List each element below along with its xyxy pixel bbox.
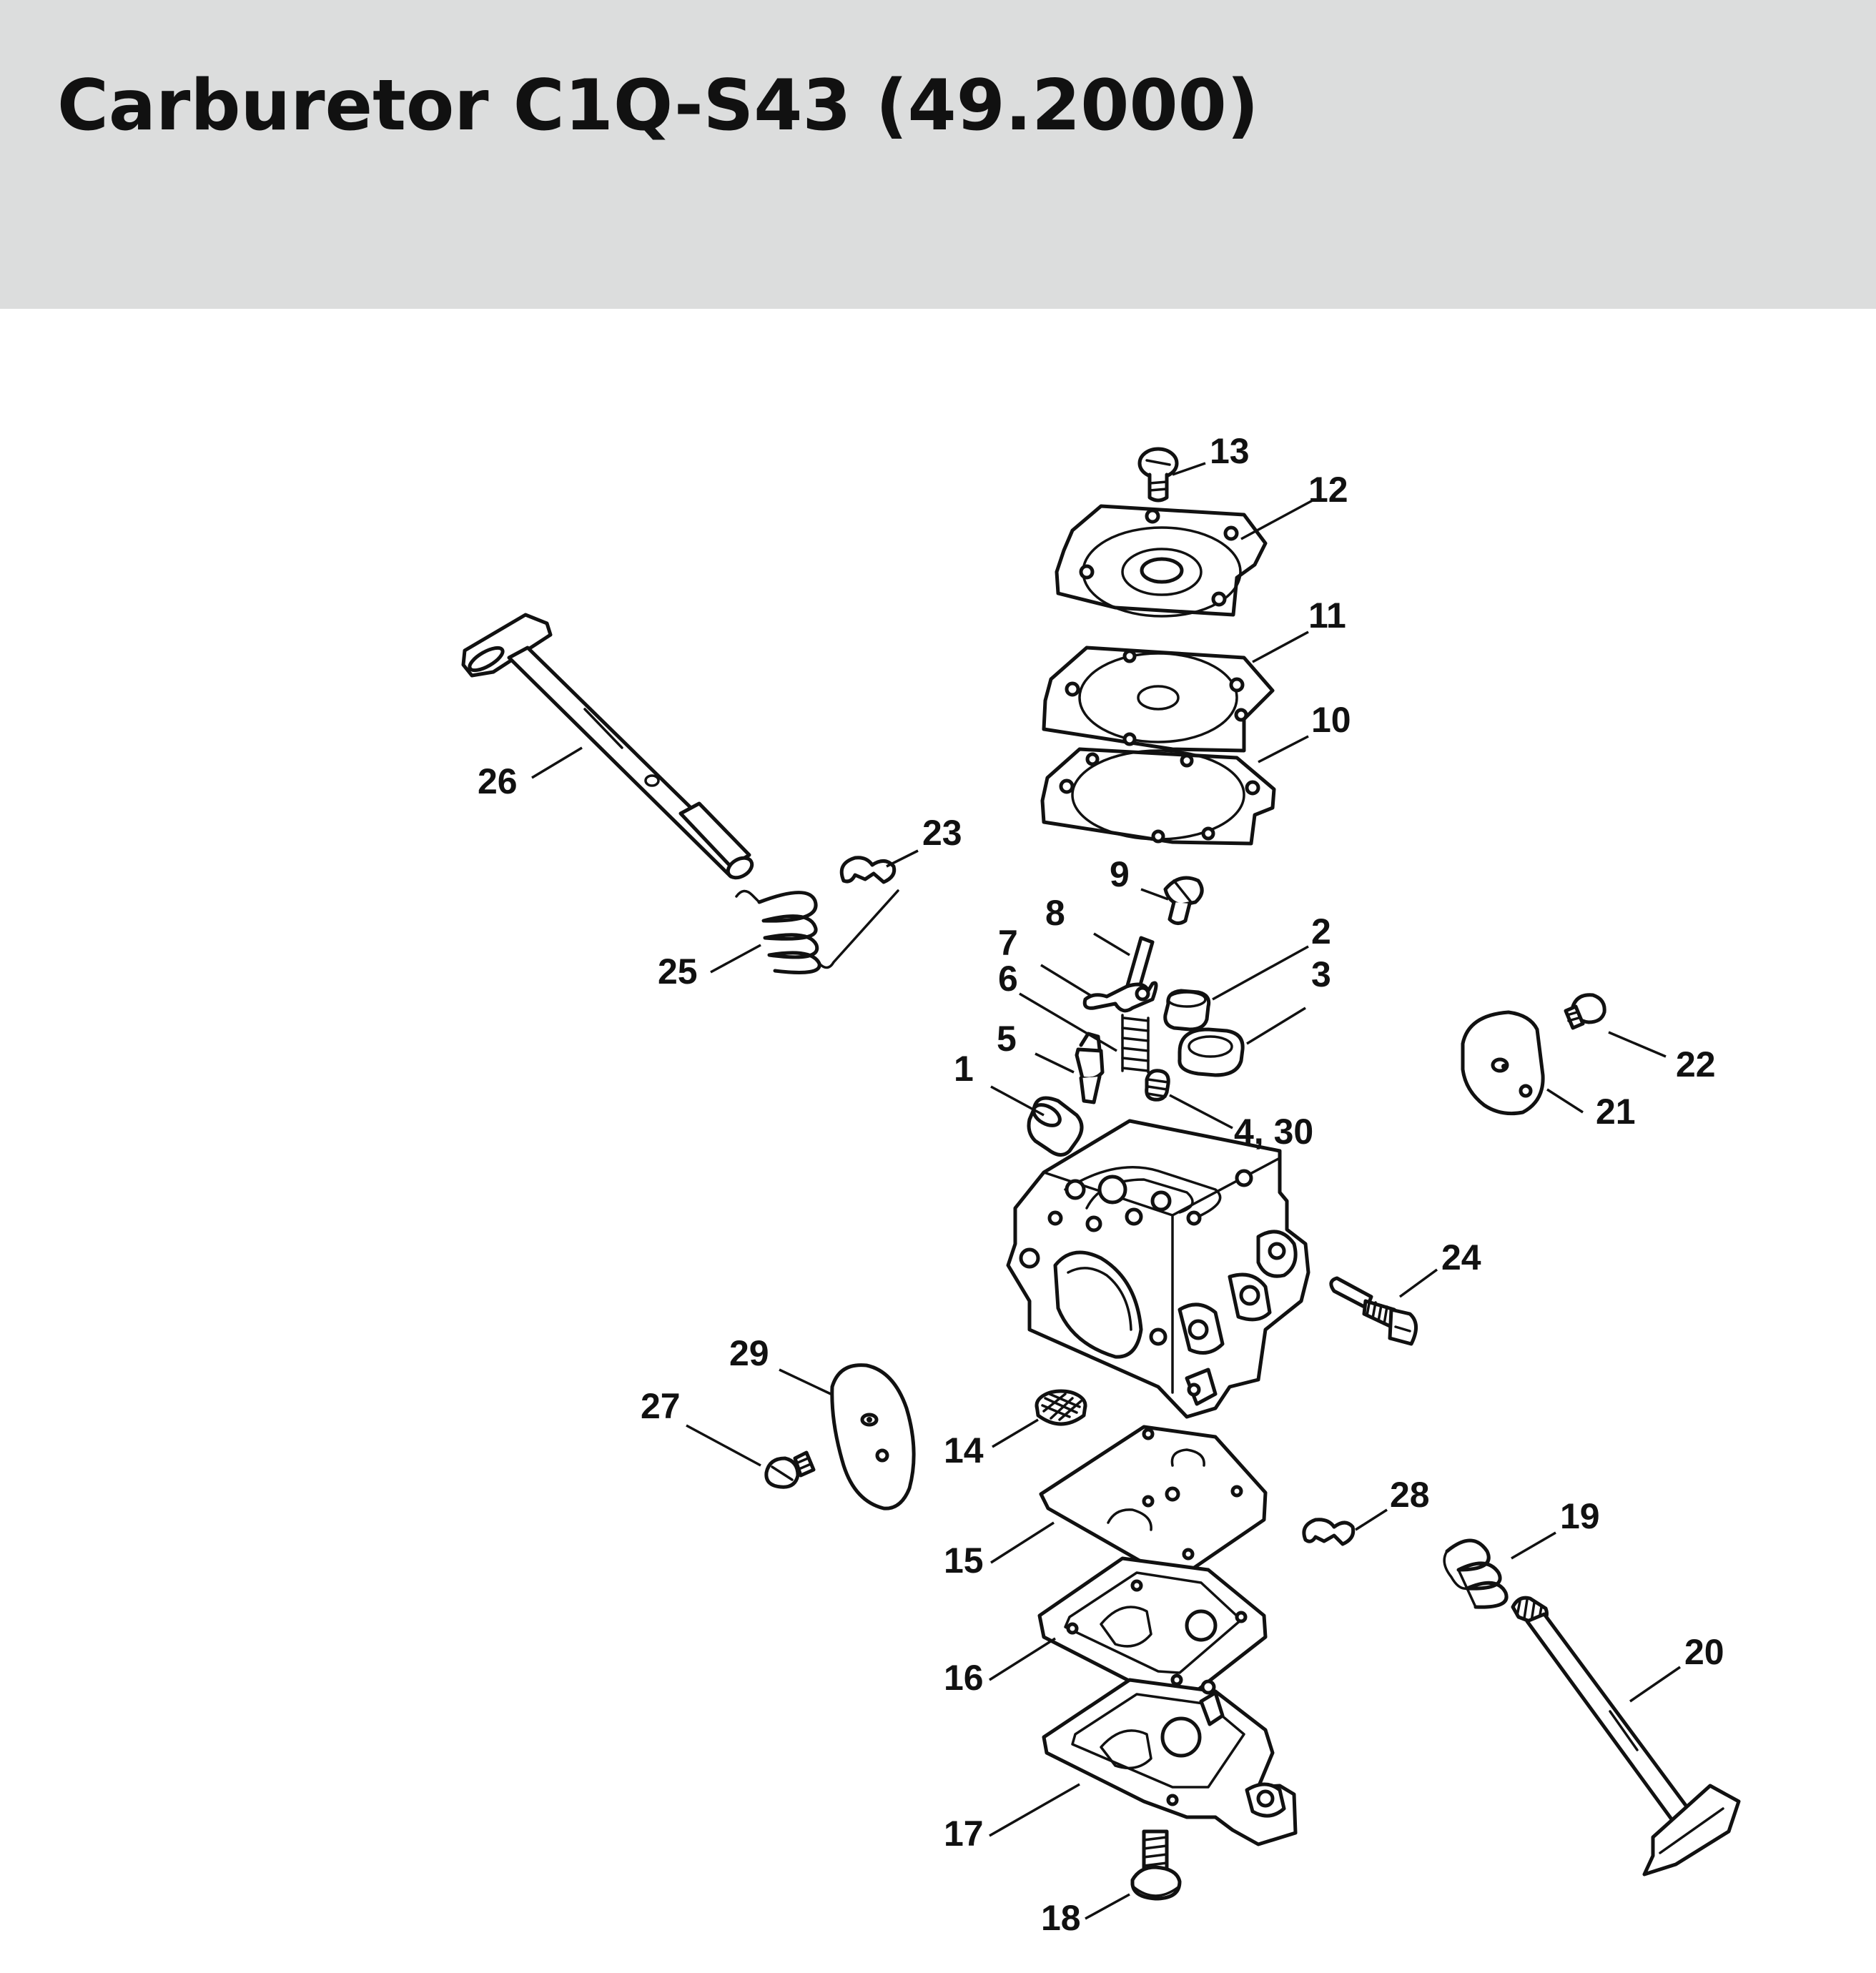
callout-24: 24 [1441, 1237, 1481, 1277]
part-28-e-clip [1302, 1518, 1356, 1546]
part-24-adjusting-screw [1329, 1276, 1418, 1346]
part-6-spring [1121, 1014, 1150, 1074]
callout-10: 10 [1311, 700, 1351, 740]
callout-17: 17 [944, 1814, 984, 1854]
part-7-inlet-lever [1082, 981, 1158, 1013]
part-11-pump-diaphragm [1042, 646, 1275, 753]
callout-1: 1 [954, 1049, 974, 1089]
callout-28: 28 [1390, 1475, 1430, 1515]
callout-4-30: 4, 30 [1234, 1112, 1313, 1152]
callout-27: 27 [641, 1386, 681, 1426]
callout-8: 8 [1045, 893, 1065, 933]
callout-22: 22 [1676, 1044, 1716, 1084]
part-9-screw [1163, 876, 1204, 925]
callout-16: 16 [944, 1658, 984, 1698]
callout-25: 25 [658, 951, 698, 992]
part-29-throttle-plate [830, 1363, 916, 1510]
part-14-strainer [1035, 1389, 1087, 1426]
callout-13: 13 [1210, 431, 1250, 471]
callout-19: 19 [1560, 1496, 1600, 1536]
callout-11: 11 [1308, 595, 1346, 636]
callout-3: 3 [1311, 954, 1331, 994]
part-20-choke-shaft [1511, 1596, 1741, 1876]
part-26-throttle-shaft [461, 613, 754, 880]
callout-21: 21 [1596, 1092, 1636, 1132]
part-27-screw [764, 1450, 816, 1489]
part-22-screw [1564, 993, 1606, 1030]
part-18-screw [1130, 1829, 1182, 1901]
leader-lines [531, 462, 1681, 1920]
part-4-30-valve-jet [1145, 1069, 1170, 1102]
part-19-spring [1443, 1538, 1509, 1609]
part-10-gasket [1040, 747, 1276, 846]
part-1-plug [1027, 1096, 1084, 1157]
part-12-pump-cover [1055, 504, 1268, 618]
part-13-screw [1137, 447, 1179, 503]
callout-15: 15 [944, 1541, 984, 1581]
callout-2: 2 [1311, 911, 1331, 951]
carburetor-body [1006, 1119, 1310, 1419]
part-16-gasket [1037, 1556, 1268, 1701]
callout-9: 9 [1110, 854, 1130, 894]
header-band: Carburetor C1Q-S43 (49.2000) [0, 0, 1876, 309]
callout-14: 14 [944, 1430, 984, 1470]
part-2-plug [1163, 989, 1211, 1032]
callout-20: 20 [1684, 1632, 1724, 1672]
part-3-sealing-ring [1178, 1027, 1245, 1077]
part-15-metering-diaphragm [1039, 1425, 1268, 1575]
callout-7: 7 [998, 923, 1018, 963]
callout-29: 29 [729, 1333, 769, 1373]
part-5-inlet-needle [1075, 1032, 1105, 1104]
callout-12: 12 [1308, 470, 1348, 510]
callout-6: 6 [998, 959, 1018, 999]
part-17-metering-cover [1042, 1678, 1298, 1846]
callout-18: 18 [1041, 1898, 1081, 1938]
part-25-torsion-spring [735, 889, 899, 974]
callout-26: 26 [478, 761, 518, 801]
callout-23: 23 [922, 813, 962, 853]
page-title: Carburetor C1Q-S43 (49.2000) [57, 65, 1259, 147]
part-21-choke-plate [1461, 1010, 1545, 1116]
callout-labels: 13 12 11 10 26 23 9 8 2 7 3 6 25 5 22 1 … [478, 431, 1724, 1938]
part-23-e-clip [839, 856, 897, 884]
callout-5: 5 [997, 1019, 1017, 1059]
